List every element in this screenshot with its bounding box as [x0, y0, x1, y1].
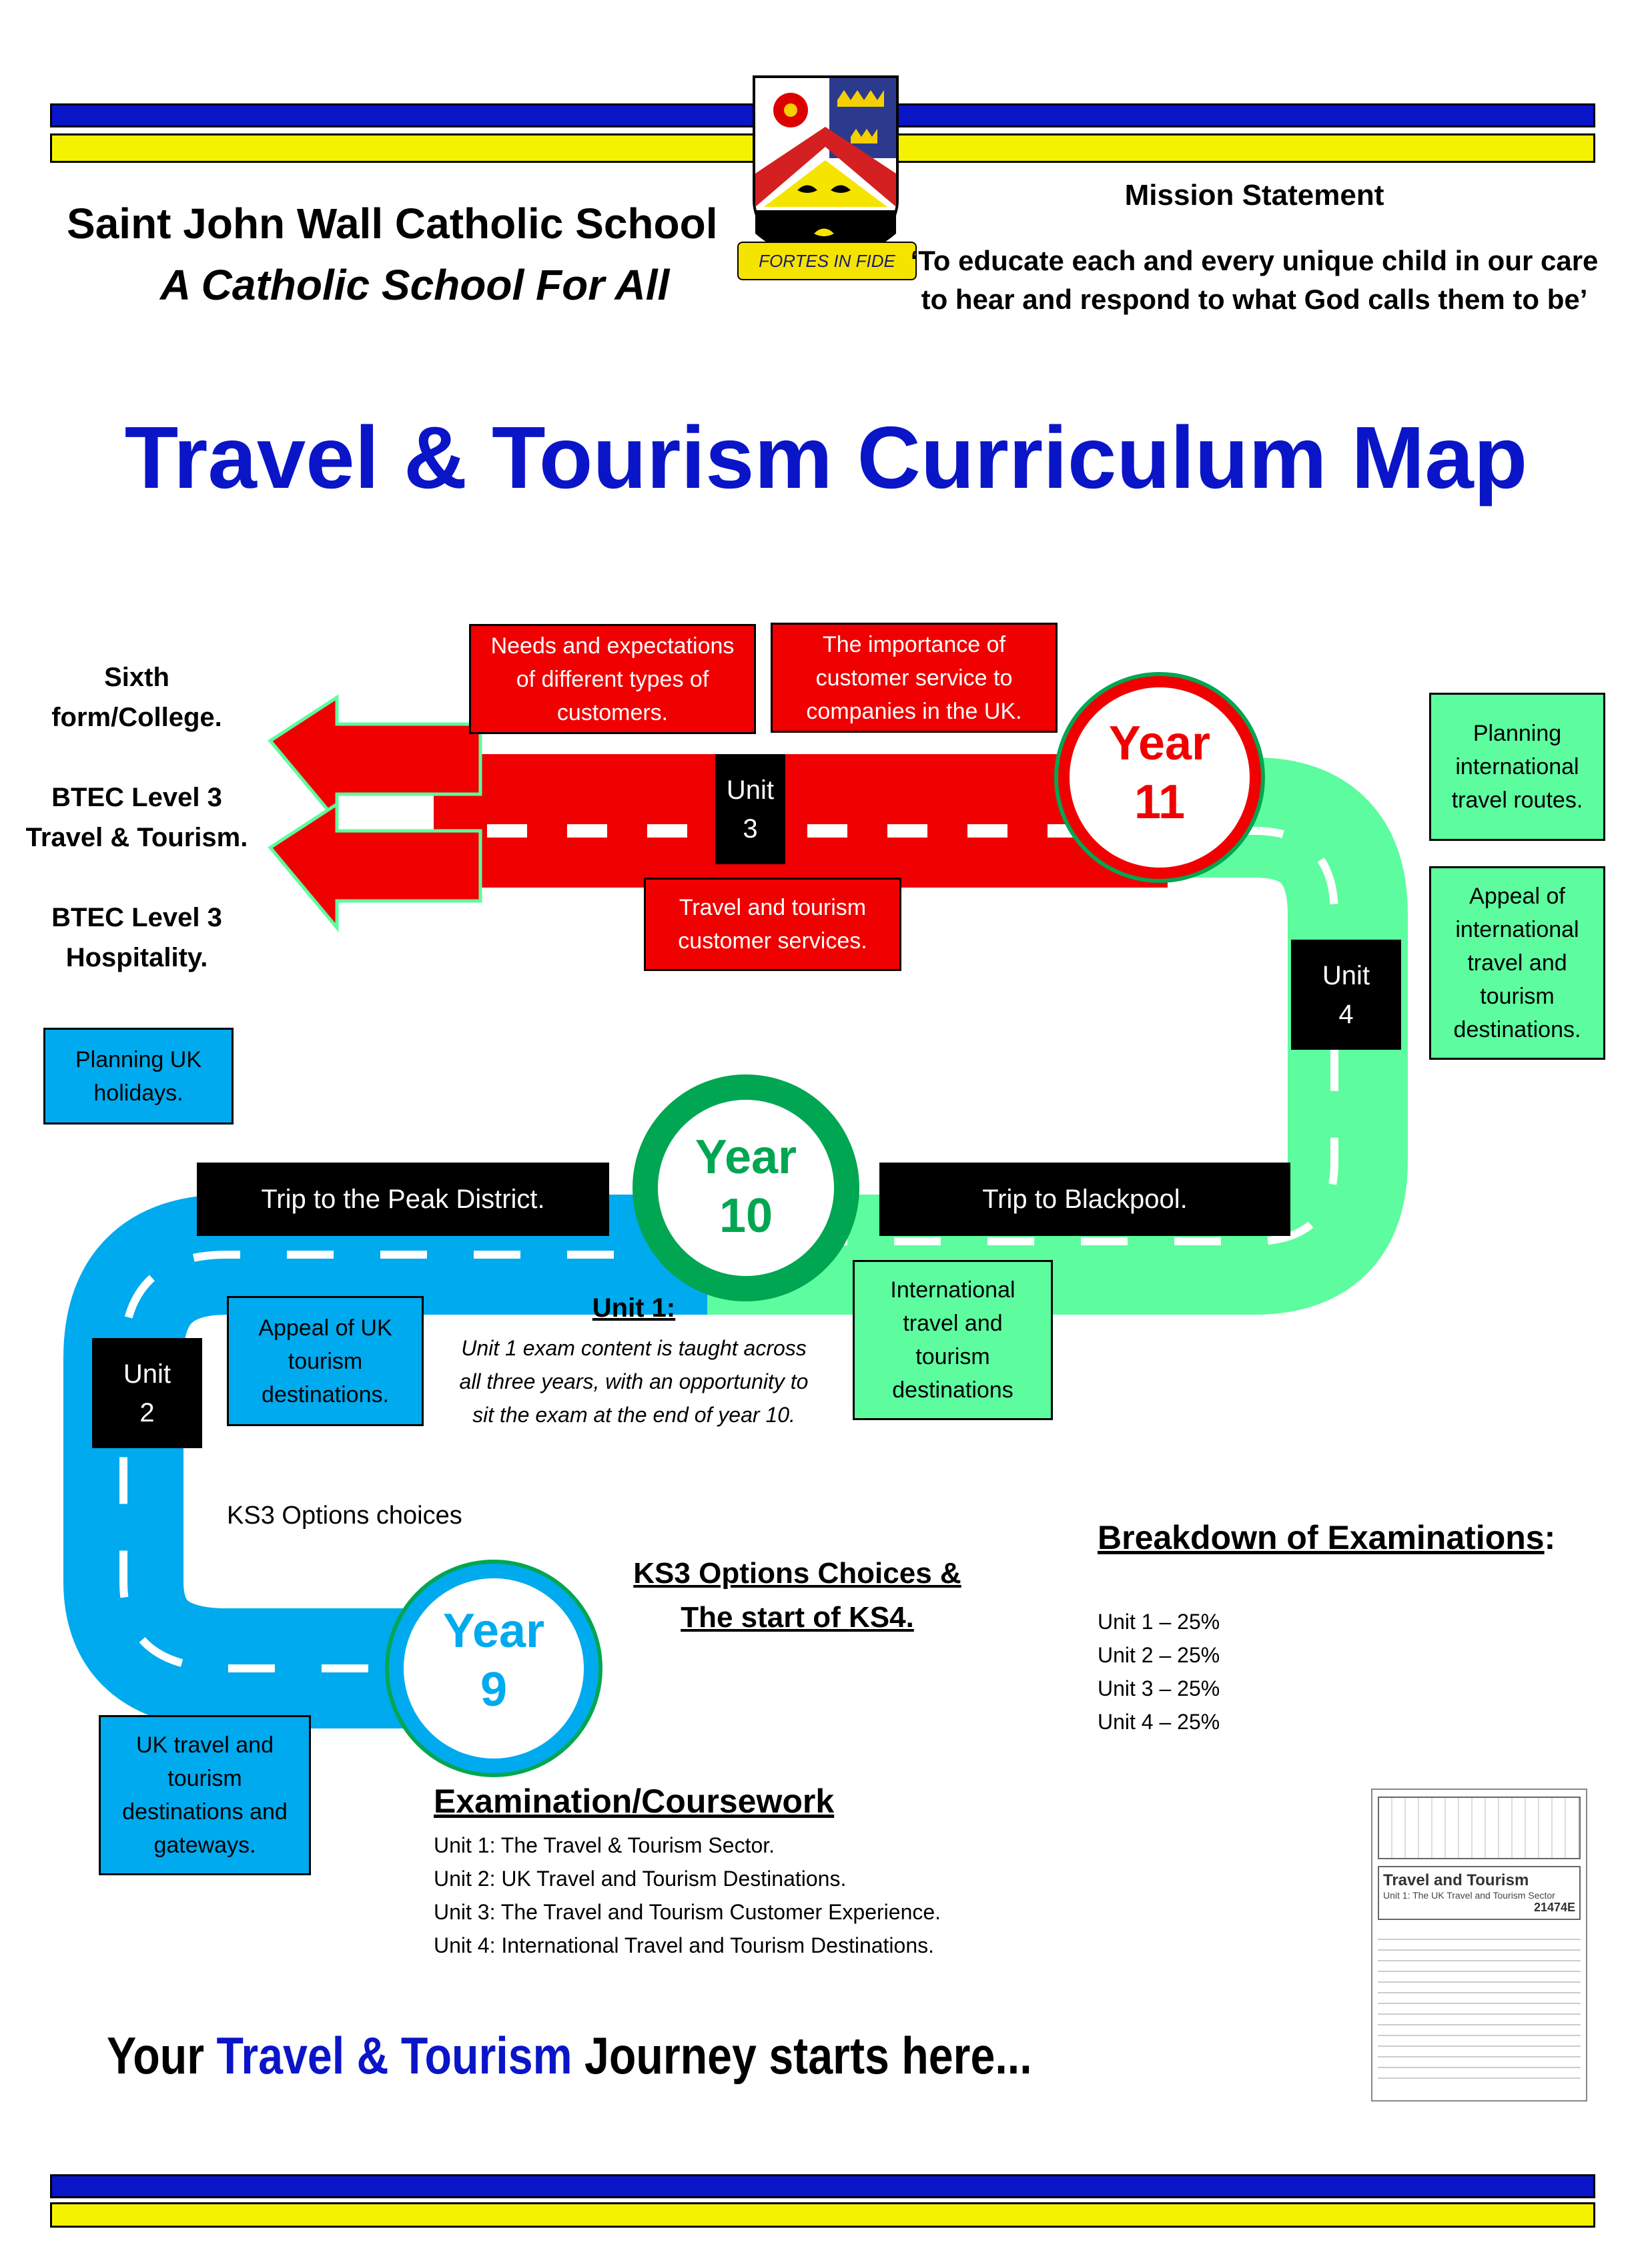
paper-title: Travel and Tourism	[1383, 1871, 1529, 1889]
unit3-number: 3	[743, 814, 758, 844]
year11-number: 11	[1134, 775, 1186, 829]
year11-label: Year 11	[1074, 714, 1245, 832]
bottom-yellow-band	[50, 2202, 1595, 2228]
ks4-line-2: The start of KS4.	[681, 1601, 914, 1634]
crest-motto: FORTES IN FIDE	[759, 250, 895, 271]
year11-inner	[1070, 687, 1250, 868]
ks3-options-choices: KS3 Options choices	[227, 1502, 462, 1530]
next-btec-tt-2: Travel & Tourism.	[25, 823, 248, 852]
exam-item: Unit 3: The Travel and Tourism Customer …	[434, 1900, 941, 1924]
box-needs-expectations: Needs and expectations of different type…	[469, 624, 756, 734]
year10-word: Year	[695, 1131, 797, 1184]
breakdown-item: Unit 4 – 25%	[1098, 1710, 1220, 1734]
year10-label: Year 10	[661, 1128, 831, 1245]
box-international-destinations: International travel and tourism destina…	[853, 1260, 1053, 1420]
unit4-label: Unit	[1322, 960, 1370, 990]
bottom-blue-band	[50, 2174, 1595, 2198]
year11-word: Year	[1108, 717, 1211, 770]
year10-number: 10	[719, 1189, 773, 1243]
paper-subtitle: Unit 1: The UK Travel and Tourism Sector	[1383, 1890, 1555, 1901]
mission-statement: ‘To educate each and every unique child …	[901, 242, 1608, 319]
breakdown-title: Breakdown of Examinations:	[1098, 1518, 1555, 1557]
page-title: Travel & Tourism Curriculum Map	[124, 408, 1528, 507]
exam-item: Unit 2: UK Travel and Tourism Destinatio…	[434, 1867, 847, 1891]
box-importance-customer-service: The importance of customer service to co…	[771, 623, 1058, 733]
year9-inner	[404, 1578, 584, 1758]
box-appeal-uk: Appeal of UK tourism destinations.	[227, 1296, 424, 1426]
box-appeal-international: Appeal of international travel and touri…	[1429, 866, 1605, 1060]
box-planning-uk-holidays: Planning UK holidays.	[43, 1028, 234, 1125]
school-motto: A Catholic School For All	[160, 261, 670, 309]
road-green	[707, 757, 1408, 1315]
exam-coursework-title: Examination/Coursework	[434, 1783, 835, 1820]
exam-item: Unit 1: The Travel & Tourism Sector.	[434, 1833, 775, 1857]
footer-tagline: Your Travel & Tourism Journey starts her…	[107, 2025, 1032, 2086]
exam-item: Unit 4: International Travel and Tourism…	[434, 1933, 935, 1957]
unit1-title: Unit 1:	[592, 1293, 676, 1323]
breakdown-item: Unit 3 – 25%	[1098, 1676, 1220, 1700]
school-name: Saint John Wall Catholic School	[67, 200, 718, 248]
breakdown-colon: :	[1544, 1519, 1556, 1556]
breakdown-list: Unit 1 – 25% Unit 2 – 25% Unit 3 – 25% U…	[1098, 1605, 1220, 1738]
unit2-number: 2	[139, 1397, 155, 1427]
unit3-marker: Unit 3	[715, 754, 785, 864]
crest-motto-ribbon: FORTES IN FIDE	[737, 242, 917, 280]
paper-code: 21474E	[1533, 1901, 1575, 1914]
year9-label: Year 9	[408, 1602, 579, 1719]
footer-part-3: Journey starts here...	[572, 2026, 1032, 2085]
unit2-label: Unit	[123, 1359, 171, 1389]
unit4-number: 4	[1338, 999, 1354, 1029]
next-btec-tt-1: BTEC Level 3	[51, 783, 222, 812]
road-green-dashes	[707, 827, 1338, 1245]
next-college: form/College.	[51, 703, 222, 732]
exam-paper-thumbnail: Travel and Tourism Unit 1: The UK Travel…	[1371, 1789, 1587, 2102]
trip-peak-district: Trip to the Peak District.	[197, 1163, 609, 1236]
unit3-label: Unit	[726, 775, 775, 805]
box-planning-routes: Planning international travel routes.	[1429, 693, 1605, 841]
unit4-marker: Unit 4	[1291, 940, 1401, 1050]
exam-coursework-list: Unit 1: The Travel & Tourism Sector. Uni…	[434, 1829, 941, 1962]
year9-word: Year	[442, 1604, 545, 1658]
ks4-line-1: KS3 Options Choices &	[633, 1557, 961, 1590]
footer-part-2: Travel & Tourism	[216, 2026, 572, 2085]
mission-line-1: ‘To educate each and every unique child …	[910, 245, 1599, 276]
trip-blackpool: Trip to Blackpool.	[879, 1163, 1290, 1236]
box-customer-services: Travel and tourism customer services.	[644, 878, 901, 971]
school-crest	[751, 73, 901, 277]
mission-line-2: to hear and respond to what God calls th…	[921, 284, 1588, 315]
unit2-marker: Unit 2	[92, 1338, 202, 1448]
next-steps: Sixth form/College. BTEC Level 3 Travel …	[13, 657, 260, 978]
breakdown-item: Unit 1 – 25%	[1098, 1610, 1220, 1634]
footer-part-1: Your	[107, 2026, 217, 2085]
year10-inner	[658, 1100, 834, 1276]
exit-arrow-lower	[268, 801, 482, 932]
road-red	[434, 754, 1168, 888]
next-btec-hosp-2: Hospitality.	[65, 943, 208, 972]
year9-number: 9	[480, 1663, 508, 1716]
box-uk-travel-gateways: UK travel and tourism destinations and g…	[99, 1715, 311, 1875]
next-btec-hosp-1: BTEC Level 3	[51, 903, 222, 932]
breakdown-title-text: Breakdown of Examinations	[1098, 1519, 1545, 1556]
road-blue-dashes	[119, 1251, 707, 1672]
mission-title: Mission Statement	[1124, 179, 1384, 212]
breakdown-item: Unit 2 – 25%	[1098, 1643, 1220, 1667]
unit1-description: Unit 1 exam content is taught across all…	[459, 1336, 809, 1427]
ks4-heading: KS3 Options Choices & The start of KS4.	[600, 1552, 994, 1640]
next-sixth: Sixth	[104, 663, 169, 692]
